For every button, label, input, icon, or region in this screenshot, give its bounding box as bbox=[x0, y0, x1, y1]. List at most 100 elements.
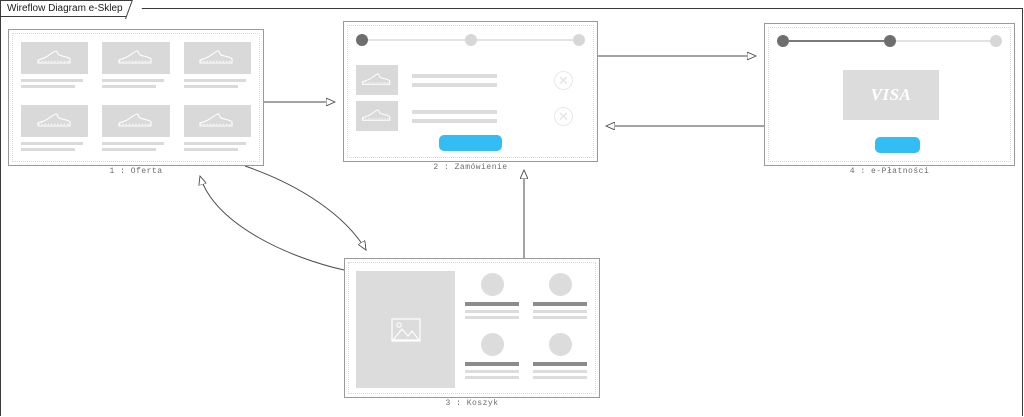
step-line-1 bbox=[789, 40, 884, 42]
checkout-stepper bbox=[356, 34, 585, 46]
screen-label-koszyk: 3 : Koszyk bbox=[445, 399, 499, 408]
product-card[interactable] bbox=[183, 42, 251, 93]
screen-e-platnosci[interactable]: VISA 4 : e-Płatności bbox=[764, 23, 1015, 176]
text-line bbox=[183, 141, 246, 145]
text-line bbox=[465, 370, 519, 373]
cart-item-thumbnail bbox=[356, 101, 398, 131]
product-detail-grid bbox=[465, 273, 587, 383]
product-thumbnail bbox=[21, 104, 89, 137]
text-line bbox=[412, 82, 497, 87]
image-placeholder-icon bbox=[390, 317, 421, 342]
product-text-lines bbox=[102, 141, 169, 151]
step-dot-1[interactable] bbox=[356, 34, 368, 46]
product-thumbnail bbox=[102, 104, 170, 137]
avatar-icon bbox=[548, 333, 572, 356]
screen-label-e-platnosci: 4 : e-Płatności bbox=[849, 167, 930, 176]
avatar-icon bbox=[548, 273, 572, 296]
diagram-title: Wireflow Diagram e-Sklep bbox=[7, 3, 123, 14]
text-line bbox=[533, 370, 587, 373]
screen-koszyk[interactable]: 3 : Koszyk bbox=[344, 258, 600, 408]
text-line bbox=[21, 141, 83, 145]
shoe-icon bbox=[362, 109, 391, 121]
avatar-icon bbox=[480, 273, 504, 296]
screen-inner-border bbox=[768, 27, 1011, 162]
step-dot-1[interactable] bbox=[777, 35, 789, 47]
product-card[interactable] bbox=[21, 104, 89, 156]
product-text-lines bbox=[21, 141, 88, 151]
shoe-icon bbox=[37, 112, 71, 127]
cart-item-thumbnail bbox=[356, 65, 398, 95]
product-card[interactable] bbox=[102, 42, 170, 93]
text-line bbox=[465, 316, 519, 319]
shoe-icon bbox=[118, 50, 152, 64]
step-line-1 bbox=[368, 39, 465, 41]
screen-inner-border bbox=[348, 262, 596, 394]
detail-card[interactable] bbox=[465, 273, 519, 323]
step-line-2 bbox=[476, 39, 573, 41]
product-card[interactable] bbox=[102, 104, 170, 156]
text-line bbox=[465, 376, 519, 379]
product-card[interactable] bbox=[183, 104, 251, 156]
text-line bbox=[533, 376, 587, 379]
text-line bbox=[412, 118, 497, 123]
step-dot-2[interactable] bbox=[464, 34, 477, 46]
shoe-icon bbox=[37, 50, 71, 64]
shoe-icon bbox=[199, 112, 233, 127]
visa-card[interactable]: VISA bbox=[843, 70, 939, 120]
text-line bbox=[21, 85, 75, 88]
avatar-icon bbox=[480, 333, 504, 356]
text-line bbox=[533, 316, 587, 319]
diagram-title-tab: Wireflow Diagram e-Sklep bbox=[0, 0, 145, 19]
product-text-lines bbox=[102, 79, 169, 88]
screen-zamowienie[interactable]: ✕ ✕ 2 : Zamówienie bbox=[343, 21, 598, 172]
detail-card[interactable] bbox=[533, 273, 587, 323]
text-line bbox=[183, 79, 246, 82]
shoe-icon bbox=[199, 50, 233, 64]
text-line bbox=[183, 85, 238, 88]
title-line bbox=[465, 362, 519, 366]
screen-inner-border bbox=[347, 25, 594, 158]
step-line-2 bbox=[895, 40, 990, 42]
text-line bbox=[533, 310, 587, 313]
detail-card[interactable] bbox=[533, 333, 587, 383]
diagram-frame bbox=[0, 8, 1023, 416]
screen-inner-border bbox=[12, 33, 260, 162]
screen-label-oferta: 1 : Oferta bbox=[109, 167, 163, 176]
product-thumbnail bbox=[183, 104, 251, 137]
text-line bbox=[183, 147, 238, 151]
product-grid bbox=[21, 42, 251, 155]
product-gallery[interactable] bbox=[356, 271, 455, 388]
step-dot-3[interactable] bbox=[573, 34, 585, 46]
checkout-cta-button[interactable] bbox=[439, 135, 502, 151]
product-thumbnail bbox=[21, 42, 89, 74]
detail-card[interactable] bbox=[465, 333, 519, 383]
cart-item-row[interactable]: ✕ bbox=[356, 65, 585, 95]
product-thumbnail bbox=[183, 42, 251, 74]
product-text-lines bbox=[21, 79, 88, 88]
cart-item-text-lines bbox=[412, 109, 497, 123]
cart-item-row[interactable]: ✕ bbox=[356, 101, 585, 131]
title-line bbox=[533, 362, 587, 366]
text-line bbox=[102, 79, 165, 82]
payment-cta-button[interactable] bbox=[875, 137, 920, 153]
payment-stepper bbox=[777, 35, 1002, 47]
text-line bbox=[412, 109, 497, 114]
text-line bbox=[21, 79, 83, 82]
text-line bbox=[21, 147, 75, 151]
product-card[interactable] bbox=[21, 42, 89, 93]
text-line bbox=[412, 73, 497, 78]
screen-label-zamowienie: 2 : Zamówienie bbox=[433, 163, 508, 172]
text-line bbox=[102, 85, 157, 88]
close-circle-icon[interactable]: ✕ bbox=[554, 106, 573, 126]
step-dot-2[interactable] bbox=[883, 35, 896, 47]
close-circle-icon[interactable]: ✕ bbox=[554, 70, 573, 90]
text-line bbox=[102, 141, 165, 145]
title-line bbox=[533, 302, 587, 306]
step-dot-3[interactable] bbox=[990, 35, 1002, 47]
screen-oferta[interactable]: 1 : Oferta bbox=[8, 29, 264, 176]
product-text-lines bbox=[183, 79, 251, 88]
product-thumbnail bbox=[102, 42, 170, 74]
visa-logo-text: VISA bbox=[870, 85, 912, 104]
title-line bbox=[465, 302, 519, 306]
